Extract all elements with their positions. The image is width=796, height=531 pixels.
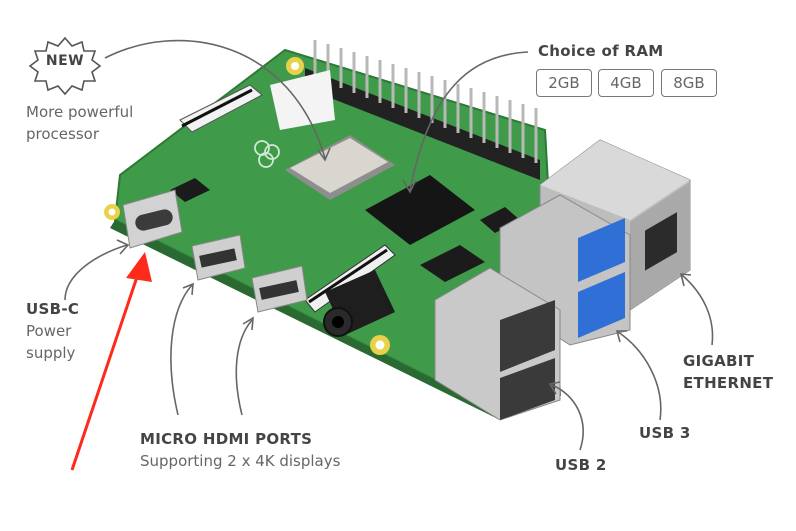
callout-ram	[409, 51, 529, 191]
ram-chip	[365, 175, 475, 245]
usbc-line1: Power	[26, 322, 72, 340]
new-badge-shape	[28, 36, 102, 96]
callout-usb2	[551, 384, 584, 451]
callout-lines	[64, 39, 714, 451]
hdmi-label: MICRO HDMI PORTS Supporting 2 x 4K displ…	[140, 428, 340, 472]
ram-option-8gb: 8GB	[661, 69, 717, 97]
raspberry-logo	[254, 140, 280, 168]
usbc-title: USB-C	[26, 300, 80, 318]
usb3-label: USB 3	[639, 424, 691, 442]
callout-usbc	[64, 244, 128, 301]
hdmi-subtitle: Supporting 2 x 4K displays	[140, 452, 341, 470]
red-annotation-arrow	[70, 252, 152, 471]
wifi-module-label	[270, 70, 335, 130]
small-chip	[480, 207, 520, 233]
processor-label-line1: More powerful	[26, 103, 134, 121]
ram-title: Choice of RAM	[538, 42, 664, 60]
ethernet-label: GIGABIT ETHERNET	[683, 350, 773, 394]
ram-option-4gb: 4GB	[598, 69, 654, 97]
callout-ethernet	[681, 274, 714, 346]
new-badge: NEW	[45, 53, 85, 69]
callout-hdmi-2	[235, 319, 253, 416]
gpio-header	[305, 40, 540, 180]
usb2-label: USB 2	[555, 456, 607, 474]
processor-chip	[285, 135, 395, 200]
small-chip	[170, 178, 210, 202]
callout-processor	[104, 39, 326, 159]
processor-label-line2: processor	[26, 125, 99, 143]
micro-hdmi-port-1	[191, 234, 246, 281]
audio-jack	[323, 270, 395, 337]
ethernet-line1: GIGABIT	[683, 352, 755, 370]
hdmi-title: MICRO HDMI PORTS	[140, 430, 313, 448]
usbc-label: USB-C Power supply	[26, 298, 79, 364]
usb-c-port	[122, 189, 183, 249]
ethernet-line2: ETHERNET	[683, 374, 774, 392]
callout-usb3	[617, 331, 662, 421]
usb2-ports	[434, 267, 561, 421]
usb-controller-chip	[420, 245, 485, 282]
ram-option-2gb: 2GB	[536, 69, 592, 97]
micro-hdmi-port-2	[251, 265, 308, 313]
callout-hdmi-1	[170, 284, 193, 416]
usbc-line2: supply	[26, 344, 76, 362]
processor-label: More powerful processor	[26, 101, 133, 145]
